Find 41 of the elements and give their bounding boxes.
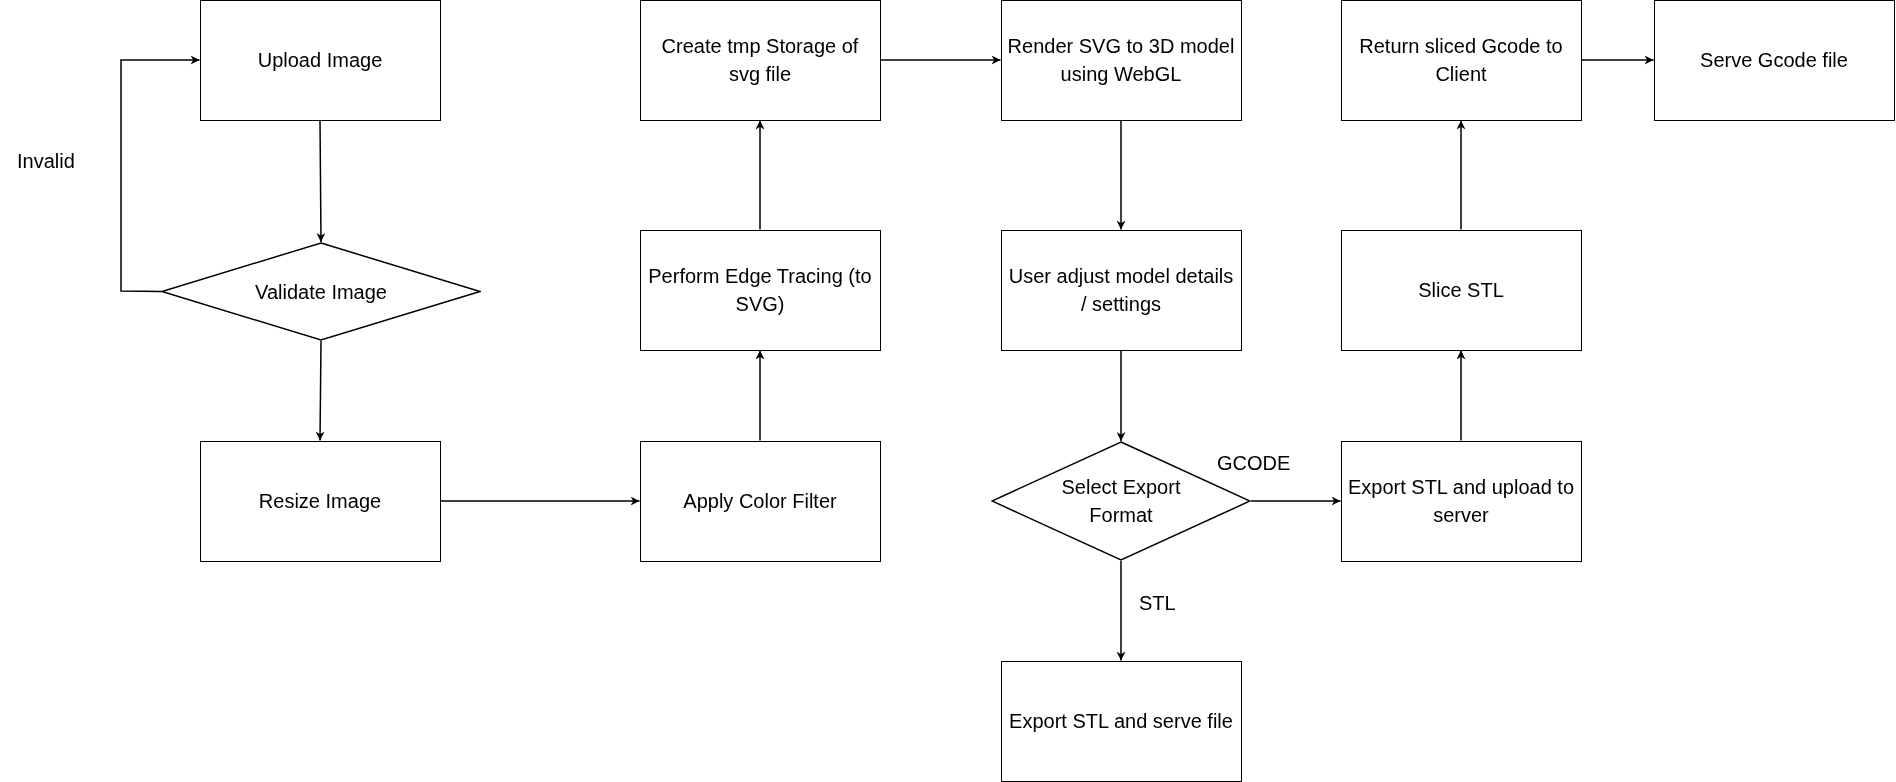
node-label: Render SVG to 3D model using WebGL [1006,34,1236,87]
arrow [1116,560,1126,662]
node-label: Export STL and upload to server [1346,475,1576,528]
arrow [755,349,765,442]
node-label: Create tmp Storage of svg file [660,34,860,87]
node-label: Perform Edge Tracing (to SVG) [647,264,873,317]
process-box [1340,0,1582,121]
process-box [1000,660,1242,782]
decision-diamond [161,242,481,341]
process-box [199,440,441,562]
arrow [879,55,1002,65]
arrow [316,119,326,243]
arrow [1116,119,1126,231]
node-label: Upload Image [256,48,384,73]
arrow [1456,119,1466,231]
node-label: Apply Color Filter [682,489,838,514]
process-box [1340,440,1582,562]
arrow [1456,349,1466,442]
process-box [639,440,881,562]
node-label: Return sliced Gcode to Client [1358,34,1564,87]
node-label: Validate Image [255,279,387,305]
arrow [755,119,765,231]
arrow [1580,55,1655,65]
arrow [315,340,325,442]
node-label: Export STL and serve file [1008,709,1234,734]
node-label: User adjust model details / settings [1007,264,1235,317]
process-box [1000,229,1242,351]
process-box [639,229,881,351]
node-label: Slice STL [1417,278,1505,303]
process-box [1340,229,1582,351]
arrow [1116,349,1126,442]
arrow [439,496,641,506]
process-box [1000,0,1242,121]
process-box [639,0,881,121]
node-label: Serve Gcode file [1699,48,1849,73]
node-label: Select Export Format [1060,475,1182,528]
process-box [199,0,441,121]
process-box [1653,0,1895,121]
arrow [1250,496,1342,506]
arrow [120,55,201,293]
node-label: Resize Image [257,489,383,514]
